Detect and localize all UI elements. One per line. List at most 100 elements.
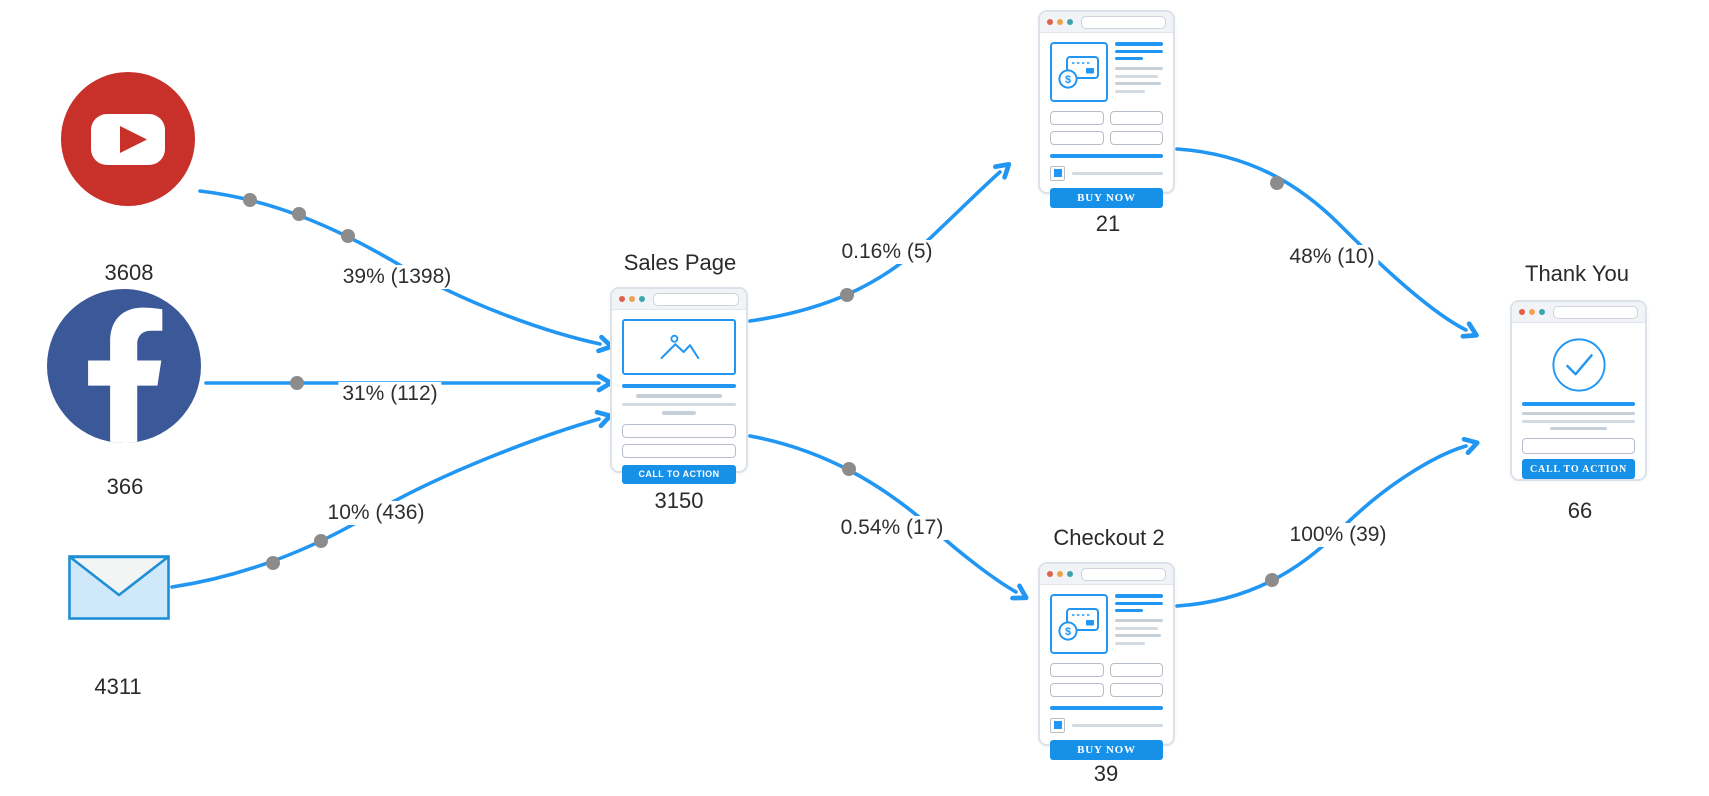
window-dot-teal-icon (639, 296, 645, 302)
window-dot-red-icon (1047, 19, 1053, 25)
page-count: 21 (1095, 211, 1121, 236)
page-thumbnail: CALL TO ACTION (1512, 323, 1645, 488)
window-dot-red-icon (619, 296, 625, 302)
text-line (1115, 626, 1159, 630)
divider-line (1050, 154, 1163, 158)
text-line (1115, 67, 1163, 70)
text-line (1115, 641, 1145, 645)
edge-label: 100% (39) (1285, 523, 1391, 547)
form-field (1109, 131, 1163, 145)
edge-label: 0.54% (17) (836, 516, 948, 540)
text-line (1115, 634, 1162, 637)
window-dot-teal-icon (1067, 571, 1073, 577)
text-line (1522, 412, 1635, 415)
buy-now-button: BUY NOW (1050, 739, 1163, 760)
image-placeholder (622, 319, 736, 375)
edge-handle-dot[interactable] (243, 193, 257, 207)
text-line (1072, 723, 1163, 727)
edge-handle-dot[interactable] (266, 556, 280, 570)
youtube-source-node[interactable] (61, 72, 195, 211)
svg-text:$: $ (1065, 74, 1071, 86)
edge-handle-dot[interactable] (1270, 176, 1284, 190)
text-line (1115, 619, 1163, 622)
edge-handle-dot[interactable] (314, 534, 328, 548)
text-line (662, 411, 696, 415)
page-title: Thank You (1525, 261, 1629, 286)
url-bar (1553, 305, 1638, 319)
url-bar (1081, 15, 1166, 29)
source-count: 366 (106, 474, 144, 499)
url-bar (653, 292, 739, 306)
form-field (622, 423, 736, 438)
text-line (1522, 419, 1635, 423)
youtube-icon (61, 72, 195, 206)
edge-handle-dot[interactable] (1265, 573, 1279, 587)
page-title: Checkout 2 (1053, 525, 1165, 550)
payment-box: $ (1050, 594, 1108, 654)
browser-header (1040, 564, 1173, 585)
edge-handle-dot[interactable] (292, 207, 306, 221)
page-count: 39 (1093, 761, 1119, 786)
edge-handle-dot[interactable] (290, 376, 304, 390)
edge-label: 10% (436) (323, 501, 429, 525)
source-count: 4311 (94, 674, 142, 699)
text-line (1115, 89, 1145, 93)
edge-sales-to-checkout2[interactable] (748, 434, 1029, 601)
page-thumbnail: $ (1040, 33, 1173, 217)
credit-card-icon: $ (1058, 56, 1099, 89)
node-checkout-2[interactable]: $ (1038, 562, 1175, 760)
form-field (1109, 111, 1163, 125)
window-dot-orange-icon (629, 296, 635, 302)
window-dot-red-icon (1519, 309, 1525, 315)
edge-handle-dot[interactable] (842, 462, 856, 476)
edge-label: 48% (10) (1285, 245, 1379, 269)
edge-label: 31% (112) (338, 382, 442, 406)
node-checkout-1[interactable]: $ (1038, 10, 1175, 208)
text-line (1115, 57, 1143, 60)
form-field (1050, 683, 1104, 697)
edge-handle-dot[interactable] (341, 229, 355, 243)
edge-label: 0.16% (5) (837, 240, 937, 264)
page-title: Sales Page (623, 250, 737, 275)
browser-header (612, 289, 746, 310)
text-line (1115, 82, 1162, 85)
form-field (1109, 683, 1163, 697)
form-field (1050, 111, 1104, 125)
text-line (636, 394, 722, 398)
text-line (1115, 74, 1159, 78)
node-thank-you[interactable]: CALL TO ACTION (1510, 300, 1647, 481)
text-line (1072, 171, 1163, 175)
page-count: 66 (1567, 498, 1593, 523)
edge-handle-dot[interactable] (840, 288, 854, 302)
email-icon (68, 555, 170, 620)
facebook-source-node[interactable] (47, 289, 201, 448)
success-check-icon (1551, 338, 1606, 392)
page-thumbnail: CALL TO ACTION (612, 310, 746, 493)
text-line (1115, 601, 1163, 605)
browser-header (1040, 12, 1173, 33)
edge-checkout1-to-thankyou[interactable] (1175, 147, 1479, 339)
svg-text:$: $ (1065, 626, 1071, 638)
text-line (1115, 594, 1163, 598)
text-line (622, 402, 736, 406)
payment-box: $ (1050, 42, 1108, 102)
checkbox-icon (1050, 717, 1065, 733)
text-line (1550, 427, 1607, 430)
text-line (1115, 49, 1163, 53)
window-dot-teal-icon (1067, 19, 1073, 25)
text-line (1115, 42, 1163, 46)
node-sales-page[interactable]: CALL TO ACTION (610, 287, 748, 484)
window-dot-orange-icon (1057, 571, 1063, 577)
source-count: 3608 (104, 260, 154, 285)
divider-line (1050, 706, 1163, 710)
edge-youtube-to-sales[interactable] (198, 189, 614, 354)
cta-button: CALL TO ACTION (1522, 459, 1635, 479)
window-dot-orange-icon (1529, 309, 1535, 315)
facebook-icon (47, 289, 201, 443)
form-field (1050, 663, 1104, 677)
text-line (622, 384, 736, 388)
email-source-node[interactable] (68, 555, 170, 625)
text-line (1115, 609, 1143, 612)
